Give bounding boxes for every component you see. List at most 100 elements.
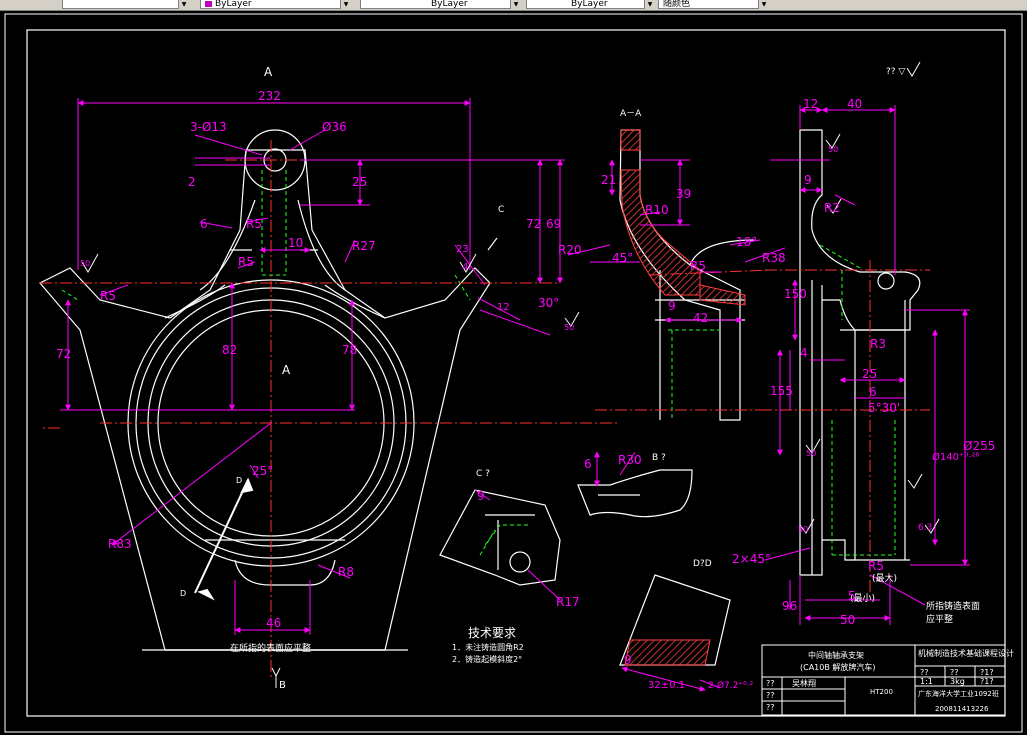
chevron-down-icon[interactable]: ▼ bbox=[178, 0, 189, 9]
dim-50a: 50 bbox=[564, 323, 574, 332]
tb-checker-label: ?? bbox=[766, 691, 775, 700]
dim-12-side: 12 bbox=[803, 97, 818, 111]
dim-36: Ø36 bbox=[322, 120, 347, 134]
tb-scale: 1:1 bbox=[920, 677, 933, 686]
dim-25: 25 bbox=[352, 175, 367, 189]
dim-150: 150 bbox=[784, 287, 807, 301]
drawing-frame bbox=[26, 29, 1006, 717]
dim-c9: 9 bbox=[477, 489, 485, 503]
tb-weight: 3kg bbox=[950, 677, 965, 686]
view-label-c: C bbox=[498, 205, 504, 215]
dim-d9: 9 bbox=[624, 653, 632, 667]
sheet-border bbox=[4, 13, 1023, 733]
dim-25-side: 25 bbox=[862, 367, 877, 381]
dim-46: 46 bbox=[266, 616, 281, 630]
note-min: (最小) bbox=[850, 593, 875, 604]
dim-12: 12 bbox=[497, 302, 510, 313]
dim-3x13: 3-Ø13 bbox=[190, 120, 227, 134]
lineweight-combo[interactable]: ByLayer bbox=[526, 0, 654, 9]
view-title-c: C ? bbox=[476, 469, 490, 479]
tb-designer-label: ?? bbox=[766, 679, 775, 688]
roughness-note: ?? ▽ bbox=[886, 67, 905, 77]
dim-82: 82 bbox=[222, 343, 237, 357]
dim-r5b: R5 bbox=[238, 255, 254, 269]
dim-50-side: 50 bbox=[840, 613, 855, 627]
view-b bbox=[577, 469, 693, 518]
dim-r2: R2 bbox=[824, 201, 840, 215]
dim-72b: 72 bbox=[56, 347, 71, 361]
linetype-combo[interactable]: ByLayer bbox=[360, 0, 520, 9]
dim-5x30: 5°30' bbox=[868, 401, 900, 415]
dim-b6: 6 bbox=[584, 457, 592, 471]
dim-72: 72 bbox=[526, 217, 541, 231]
dim-39: 39 bbox=[676, 187, 691, 201]
tb-designer: 吴林翔 bbox=[792, 678, 816, 688]
dim-r5a: R5 bbox=[246, 217, 262, 231]
dim-96: 96 bbox=[782, 599, 797, 613]
note-flat-surface: 在所指的表面应平整 bbox=[230, 642, 311, 654]
dim-45deg: 45° bbox=[612, 251, 633, 265]
dim-21: 21 bbox=[601, 173, 616, 187]
dim-10: 10 bbox=[288, 236, 303, 250]
dim-18deg: 18° bbox=[736, 235, 757, 249]
dim-d72: 2-Ø7.2⁺⁰·² bbox=[708, 680, 754, 691]
toolbar: ▼ ByLayer ▼ ByLayer ▼ ByLayer ▼ 随颜色 ▼ bbox=[0, 0, 1027, 11]
dim-r3: R3 bbox=[870, 337, 886, 351]
dim-40: 40 bbox=[847, 97, 862, 111]
dim-r20: R20 bbox=[558, 243, 582, 257]
dim-30deg: 30° bbox=[538, 296, 559, 310]
dim-r8: R8 bbox=[338, 565, 354, 579]
dim-9-section: 9 bbox=[668, 299, 676, 313]
chevron-down-icon[interactable]: ▼ bbox=[644, 0, 655, 9]
dim-50b: 50 bbox=[806, 449, 816, 458]
section-label-aa: A－A bbox=[620, 109, 642, 119]
view-label-d2: D bbox=[180, 589, 186, 598]
detail-d bbox=[619, 574, 731, 666]
plotstyle-combo[interactable]: 随颜色 bbox=[658, 0, 768, 9]
tech-req-line-1: 1．未注铸造圆角R2 bbox=[452, 642, 524, 652]
toolbar-combo-1[interactable] bbox=[62, 0, 188, 9]
dim-25deg: 25° bbox=[252, 464, 273, 478]
tb-approver-label: ?? bbox=[766, 703, 775, 712]
dim-50d: 50 bbox=[828, 145, 838, 154]
dim-r83: R83 bbox=[108, 537, 132, 551]
dim-42: 42 bbox=[693, 311, 708, 325]
dim-r10: R10 bbox=[645, 203, 669, 217]
chevron-down-icon[interactable]: ▼ bbox=[340, 0, 351, 9]
tb-material: HT200 bbox=[870, 688, 893, 696]
dim-232: 232 bbox=[258, 89, 281, 103]
dim-cr17: R17 bbox=[556, 595, 580, 609]
dim-br30: R30 bbox=[618, 453, 642, 467]
dim-69: 69 bbox=[546, 217, 561, 231]
tb-sheet: ?1? bbox=[980, 677, 994, 686]
tb-id: 200811413226 bbox=[935, 705, 989, 713]
dim-50r: 50 bbox=[80, 259, 90, 268]
chevron-down-icon[interactable]: ▼ bbox=[758, 0, 769, 9]
tb-r1c3: ?1? bbox=[980, 668, 994, 677]
dim-2: 2 bbox=[188, 175, 196, 189]
dim-2x45: 2×45° bbox=[732, 552, 771, 566]
dim-r27: R27 bbox=[352, 239, 376, 253]
tb-model: (CA10B 解放牌汽车) bbox=[800, 662, 876, 672]
dim-155: 155 bbox=[770, 384, 793, 398]
drawing-canvas[interactable]: A A A－A C C ? B ? B D D D?D ?? ▽ 在所指的表面应… bbox=[0, 11, 1027, 735]
tb-part-name: 中间轴轴承支架 bbox=[808, 650, 864, 660]
detail-title-d: D?D bbox=[693, 559, 712, 569]
color-swatch-icon bbox=[205, 0, 212, 7]
view-title-b: B ? bbox=[652, 453, 666, 463]
dim-78: 78 bbox=[342, 343, 357, 357]
color-combo[interactable]: ByLayer bbox=[200, 0, 350, 9]
tb-r1c2: ?? bbox=[950, 668, 959, 677]
dim-d32: 32±0.1 bbox=[648, 680, 685, 691]
dim-r38: R38 bbox=[762, 251, 786, 265]
chevron-down-icon[interactable]: ▼ bbox=[510, 0, 521, 9]
tech-req-title: 技术要求 bbox=[468, 626, 516, 640]
side-view bbox=[799, 129, 921, 576]
dim-6-side: 6 bbox=[869, 385, 877, 399]
dim-50c: 50 bbox=[798, 525, 808, 534]
dim-255: Ø255 bbox=[963, 439, 995, 453]
view-label-a-center: A bbox=[282, 363, 291, 377]
dim-23: 23 bbox=[456, 244, 469, 255]
view-label-d1: D bbox=[236, 476, 242, 485]
dim-140: Ø140⁺⁰·²⁶ bbox=[932, 451, 979, 463]
